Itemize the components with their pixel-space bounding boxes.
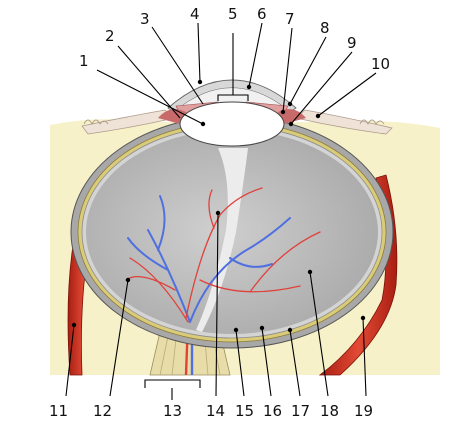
label-13: 13 xyxy=(163,402,182,420)
leader-19 xyxy=(362,317,367,397)
label-8: 8 xyxy=(320,19,330,37)
label-18: 18 xyxy=(320,402,339,420)
label-6: 6 xyxy=(257,5,267,23)
label-4: 4 xyxy=(190,5,200,23)
leader-6 xyxy=(248,22,263,88)
label-5: 5 xyxy=(228,5,238,23)
label-2: 2 xyxy=(105,27,115,45)
leader-15 xyxy=(235,329,245,397)
leader-7 xyxy=(282,27,293,113)
leader-12 xyxy=(109,279,129,397)
hyaloid-canal xyxy=(196,148,248,332)
label-19: 19 xyxy=(354,402,373,420)
leader-4 xyxy=(197,22,201,83)
leader-10 xyxy=(317,72,377,117)
leader-1 xyxy=(96,69,204,125)
leader-14 xyxy=(215,212,219,397)
number-labels: 1 2 3 4 5 6 7 8 9 10 11 12 13 14 15 16 1… xyxy=(49,5,390,420)
label-17: 17 xyxy=(291,402,310,420)
leader-lines xyxy=(65,22,377,397)
label-14: 14 xyxy=(206,402,225,420)
label-10: 10 xyxy=(371,55,390,73)
leader-16 xyxy=(261,327,272,397)
label-11: 11 xyxy=(49,402,68,420)
label-3: 3 xyxy=(140,10,150,28)
leader-17 xyxy=(289,329,301,397)
anterior-segment xyxy=(158,79,306,147)
label-1: 1 xyxy=(79,52,89,70)
label-16: 16 xyxy=(263,402,282,420)
leader-8 xyxy=(289,36,327,105)
label-9: 9 xyxy=(347,34,357,52)
leader-11 xyxy=(65,324,75,397)
leader-9 xyxy=(290,51,353,125)
leader-3 xyxy=(151,26,204,105)
label-13-bracket xyxy=(144,379,201,400)
label-12: 12 xyxy=(93,402,112,420)
label-15: 15 xyxy=(235,402,254,420)
leader-2 xyxy=(117,45,181,119)
label-5-bracket xyxy=(217,33,249,101)
leader-18 xyxy=(309,271,329,397)
label-7: 7 xyxy=(285,10,295,28)
leader-dots xyxy=(71,79,366,333)
